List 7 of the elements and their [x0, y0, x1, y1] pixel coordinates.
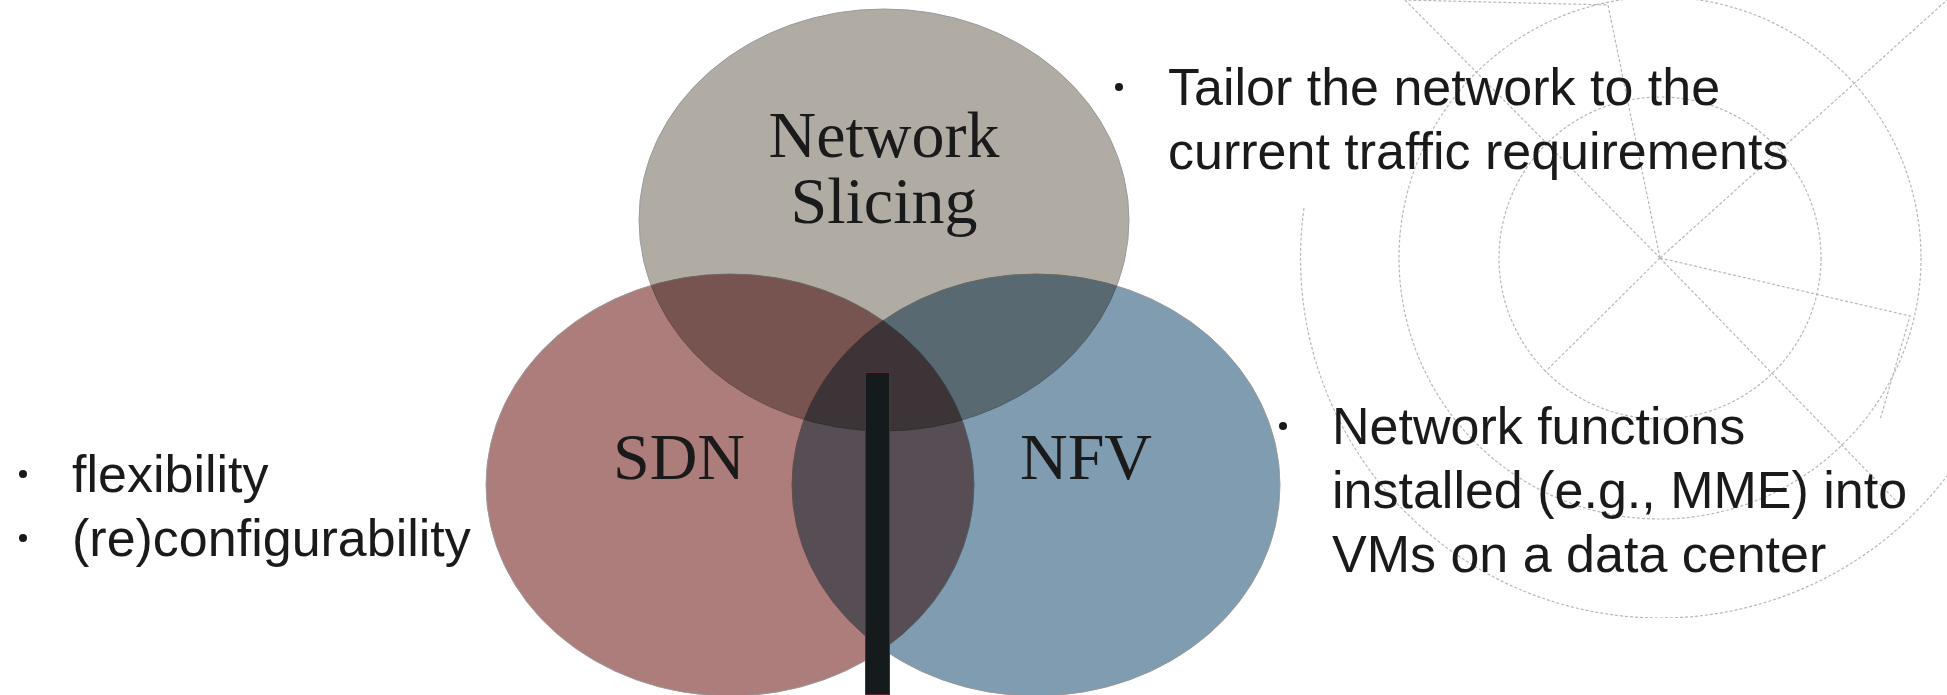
bullet-text: Tailor the network to the current traffic requirements	[1168, 57, 1790, 182]
bullet-text: (re)configurability	[72, 508, 471, 569]
bullet-text: Network functions installed (e.g., MME) into VMs on a data center	[1332, 396, 1909, 585]
circle-label: SDN	[611, 424, 746, 490]
circle-label: NFV	[1018, 424, 1153, 490]
bullet-text: flexibility	[72, 444, 269, 505]
vertical-bar	[865, 372, 890, 695]
